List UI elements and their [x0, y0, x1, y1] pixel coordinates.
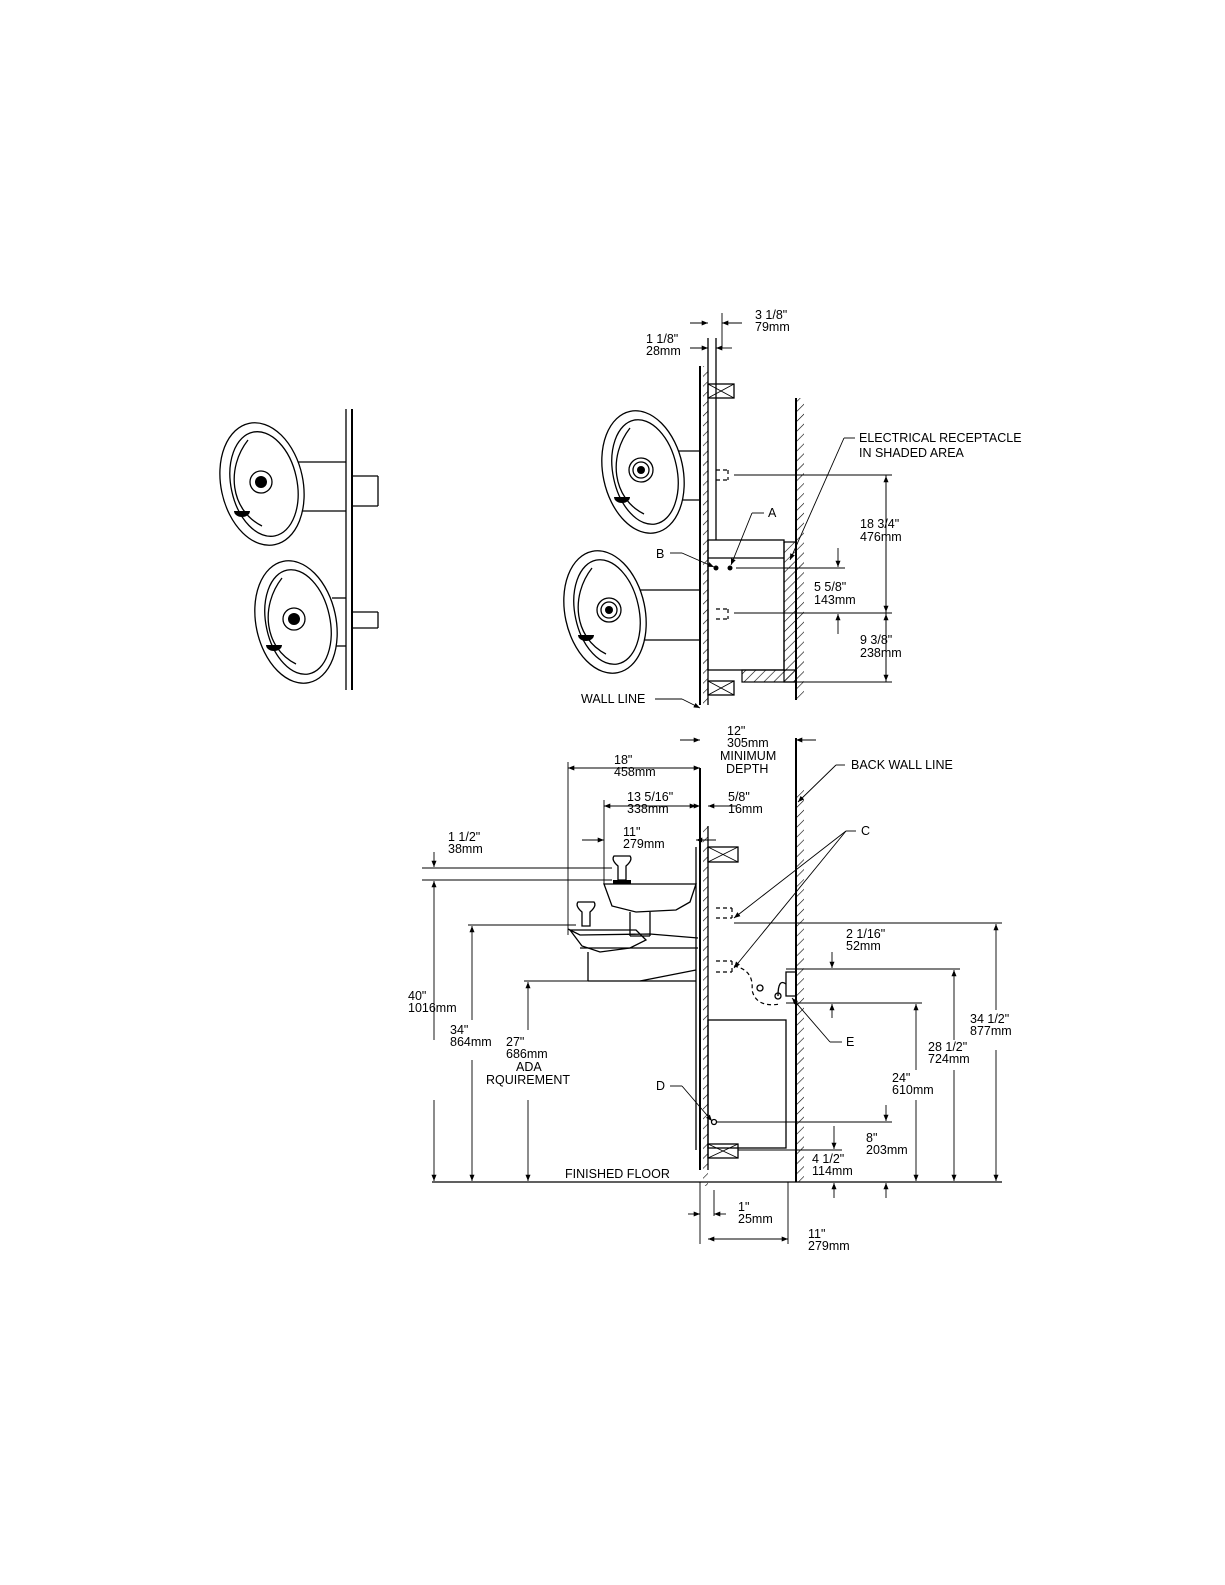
dim-40-mm: 1016mm — [408, 1001, 457, 1015]
upper-bowl-top — [601, 410, 700, 534]
dim-5-5-8-mm: 143mm — [814, 593, 856, 607]
lower-bowl-top — [563, 550, 700, 674]
upper-bowl-front — [219, 422, 346, 546]
dim-9-3-8-mm: 238mm — [860, 646, 902, 660]
dim-11-bottom-mm: 279mm — [808, 1239, 850, 1253]
dim-1-mm: 25mm — [738, 1212, 773, 1226]
label-wall-line: WALL LINE — [581, 692, 645, 706]
dim-12-mm: 305mm — [727, 736, 769, 750]
dim-11-top-in: 11" — [623, 825, 640, 839]
dim-24-mm: 610mm — [892, 1083, 934, 1097]
dim-12-in: 12" — [727, 724, 745, 738]
dim-28-1-2-in: 28 1/2" — [928, 1040, 967, 1054]
label-depth: DEPTH — [726, 762, 768, 776]
label-ada: ADA — [516, 1060, 542, 1074]
side-elevation-view: C BACK WALL LINE E D FINISHED FLOOR 12" … — [408, 724, 1012, 1253]
label-electrical-receptacle-1: ELECTRICAL RECEPTACLE — [859, 431, 1022, 445]
dim-8-in: 8" — [866, 1131, 877, 1145]
top-side-view: 3 1/8" 79mm 1 1/8" 28mm ELECTRICAL RECEP… — [563, 308, 1022, 709]
dim-34-1-2-in: 34 1/2" — [970, 1012, 1009, 1026]
lower-fountain-side — [568, 901, 697, 982]
dim-18-3-4-mm: 476mm — [860, 530, 902, 544]
dim-18-mm: 458mm — [614, 765, 656, 779]
dim-9-3-8-in: 9 3/8" — [860, 633, 892, 647]
callout-a: A — [768, 506, 777, 520]
dim-8-mm: 203mm — [866, 1143, 908, 1157]
dim-3-1-8-in: 3 1/8" — [755, 308, 787, 322]
dim-1-1-2-in: 1 1/2" — [448, 830, 480, 844]
callout-b: B — [656, 547, 664, 561]
dim-11-top-mm: 279mm — [623, 837, 665, 851]
label-ada-requirement: RQUIREMENT — [486, 1073, 570, 1087]
dim-13-5-16-in: 13 5/16" — [627, 790, 673, 804]
callout-c: C — [861, 824, 870, 838]
dim-40-in: 40" — [408, 989, 426, 1003]
dim-4-1-2-in: 4 1/2" — [812, 1152, 844, 1166]
dim-18-in: 18" — [614, 753, 632, 767]
label-minimum: MINIMUM — [720, 749, 776, 763]
callout-e: E — [846, 1035, 854, 1049]
label-back-wall-line: BACK WALL LINE — [851, 758, 953, 772]
dim-11-bottom-in: 11" — [808, 1227, 825, 1241]
dim-13-5-16-mm: 338mm — [627, 802, 669, 816]
label-finished-floor: FINISHED FLOOR — [565, 1167, 670, 1181]
dim-1-1-2-mm: 38mm — [448, 842, 483, 856]
upper-fountain-side — [567, 855, 699, 949]
dim-5-8-in: 5/8" — [728, 790, 750, 804]
dim-2-1-16-mm: 52mm — [846, 939, 881, 953]
lower-bowl-front — [254, 560, 346, 684]
dim-1-in: 1" — [738, 1200, 749, 1214]
label-electrical-receptacle-2: IN SHADED AREA — [859, 446, 965, 460]
dim-27-in: 27" — [506, 1035, 524, 1049]
dim-18-3-4-in: 18 3/4" — [860, 517, 899, 531]
callout-d: D — [656, 1079, 665, 1093]
dim-34-1-2-mm: 877mm — [970, 1024, 1012, 1038]
dim-5-8-mm: 16mm — [728, 802, 763, 816]
dim-24-in: 24" — [892, 1071, 910, 1085]
dim-1-1-8-in: 1 1/8" — [646, 332, 678, 346]
dim-28-1-2-mm: 724mm — [928, 1052, 970, 1066]
dim-34-in: 34" — [450, 1023, 468, 1037]
dim-34-mm: 864mm — [450, 1035, 492, 1049]
dim-4-1-2-mm: 114mm — [812, 1164, 853, 1178]
dim-1-1-8-mm: 28mm — [646, 344, 681, 358]
dim-2-1-16-in: 2 1/16" — [846, 927, 885, 941]
dim-27-mm: 686mm — [506, 1047, 548, 1061]
front-elevation-view — [219, 409, 379, 690]
dim-5-5-8-in: 5 5/8" — [814, 580, 846, 594]
dim-3-1-8-mm: 79mm — [755, 320, 790, 334]
